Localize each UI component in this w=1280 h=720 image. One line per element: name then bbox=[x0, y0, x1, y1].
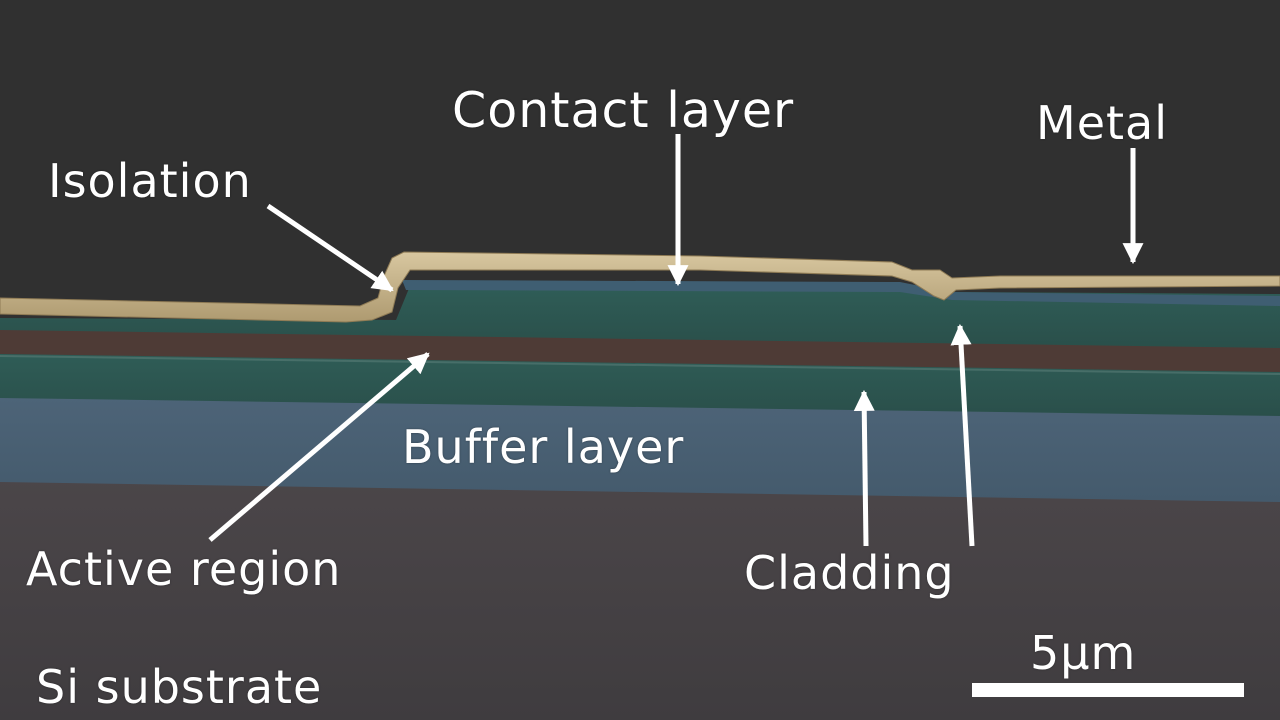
buffer-layer-label: Buffer layer bbox=[402, 420, 685, 474]
lower-cladding-highlight bbox=[0, 355, 1280, 375]
contact-layer bbox=[402, 280, 1280, 306]
buffer-layer bbox=[0, 396, 1280, 502]
lower-cladding-arrow bbox=[853, 389, 875, 547]
si-substrate-layer bbox=[0, 478, 1280, 720]
isolation-label: Isolation bbox=[48, 154, 252, 208]
scale-bar bbox=[972, 683, 1244, 697]
metal-label: Metal bbox=[1036, 96, 1168, 150]
upper-cladding-arrow bbox=[950, 323, 975, 547]
metal-layer bbox=[0, 251, 1280, 323]
isolation-arrow bbox=[266, 203, 394, 293]
active-region-arrow bbox=[208, 352, 430, 542]
active-region-label: Active region bbox=[26, 542, 342, 596]
scale-bar-label: 5µm bbox=[1030, 626, 1137, 680]
si-substrate-label: Si substrate bbox=[36, 660, 323, 714]
contact-layer-label: Contact layer bbox=[452, 82, 795, 139]
cladding-label: Cladding bbox=[744, 546, 955, 600]
